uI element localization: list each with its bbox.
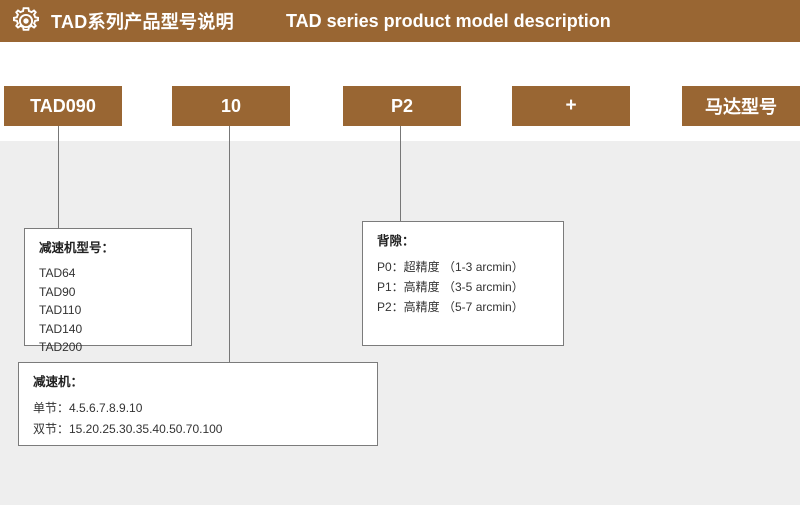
info-box-model-title: 减速机型号： [39, 241, 115, 255]
info-box-model: 减速机型号： TAD64 TAD90 TAD110 TAD140 TAD200 [24, 228, 192, 354]
code-box-ratio-label: 10 [220, 95, 242, 116]
code-box-backlash[interactable]: P2 [343, 86, 461, 126]
connector-line-model [58, 126, 59, 229]
info-box-backlash-line: P0：超精度 （1-3 arcmin） [377, 260, 524, 274]
info-box-backlash-title: 背隙： [377, 234, 415, 248]
info-box-reducer-line: 双节：15.20.25.30.35.40.50.70.100 [33, 422, 223, 436]
code-box-ratio[interactable]: 10 [172, 86, 290, 126]
info-box-model-line: TAD90 [39, 284, 76, 299]
code-box-plus[interactable]: + [512, 86, 630, 126]
page-title-cn: TAD系列产品型号说明 [51, 12, 234, 32]
connector-line-backlash [400, 126, 401, 221]
info-box-model-line: TAD200 [39, 340, 83, 354]
info-box-backlash-line: P1：高精度 （3-5 arcmin） [377, 280, 524, 294]
info-box-reducer-title: 减速机： [33, 375, 84, 389]
code-box-motor-label: 马达型号 [705, 97, 777, 117]
code-box-backlash-label: P2 [390, 95, 414, 116]
info-box-reducer: 减速机： 单节：4.5.6.7.8.9.10 双节：15.20.25.30.35… [18, 362, 378, 446]
info-box-reducer-line: 单节：4.5.6.7.8.9.10 [33, 401, 143, 415]
page-title-en: TAD series product model description [285, 10, 611, 31]
info-box-model-line: TAD110 [39, 303, 82, 317]
info-box-model-line: TAD140 [39, 321, 83, 336]
gear-icon [9, 4, 43, 38]
code-box-plus-label: + [565, 95, 577, 116]
info-box-backlash-line: P2：高精度 （5-7 arcmin） [377, 300, 524, 314]
page-header: TAD系列产品型号说明 TAD series product model des… [0, 0, 800, 42]
info-box-model-line: TAD64 [39, 266, 76, 280]
connector-line-ratio [229, 126, 230, 363]
code-box-model-label: TAD090 [30, 95, 96, 116]
info-box-backlash: 背隙： P0：超精度 （1-3 arcmin） P1：高精度 （3-5 arcm… [362, 221, 564, 346]
code-box-model[interactable]: TAD090 [4, 86, 122, 126]
code-box-motor[interactable]: 马达型号 [682, 86, 800, 126]
